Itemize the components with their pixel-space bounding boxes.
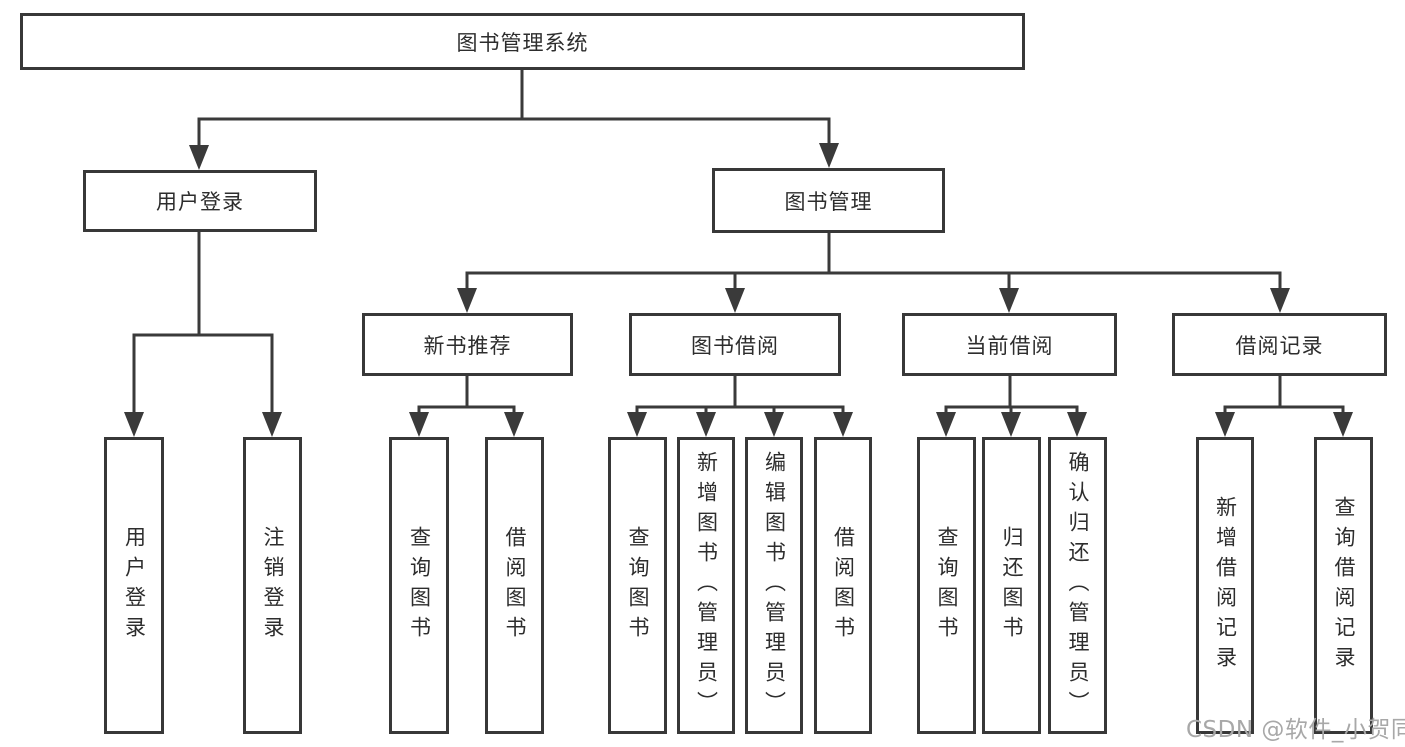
watermark: CSDN @软件_小贺同学 <box>1186 717 1405 743</box>
leaf-borrow-edit-book-admin: 编辑图书（管理员） <box>745 437 803 734</box>
leaf-records-add-borrow-record: 新增借阅记录 <box>1196 437 1254 734</box>
leaf-borrow-add-book-admin: 新增图书（管理员） <box>677 437 735 734</box>
node-book-borrow: 图书借阅 <box>629 313 841 376</box>
leaf-records-query-borrow-record: 查询借阅记录 <box>1314 437 1373 734</box>
leaf-recommend-query-book: 查询图书 <box>389 437 449 734</box>
node-current-borrow: 当前借阅 <box>902 313 1117 376</box>
leaf-current-query-book: 查询图书 <box>917 437 976 734</box>
leaf-current-confirm-return-admin: 确认归还（管理员） <box>1048 437 1107 734</box>
leaf-user-login: 用户登录 <box>104 437 164 734</box>
node-library-management-system: 图书管理系统 <box>20 13 1025 70</box>
leaf-borrow-query-book: 查询图书 <box>608 437 667 734</box>
leaf-recommend-borrow-book: 借阅图书 <box>485 437 544 734</box>
node-user-login: 用户登录 <box>83 170 317 232</box>
node-book-management: 图书管理 <box>712 168 945 233</box>
leaf-logout: 注销登录 <box>243 437 302 734</box>
leaf-borrow-borrow-book: 借阅图书 <box>814 437 872 734</box>
leaf-current-return-book: 归还图书 <box>982 437 1041 734</box>
node-new-book-recommend: 新书推荐 <box>362 313 573 376</box>
node-borrow-records: 借阅记录 <box>1172 313 1387 376</box>
